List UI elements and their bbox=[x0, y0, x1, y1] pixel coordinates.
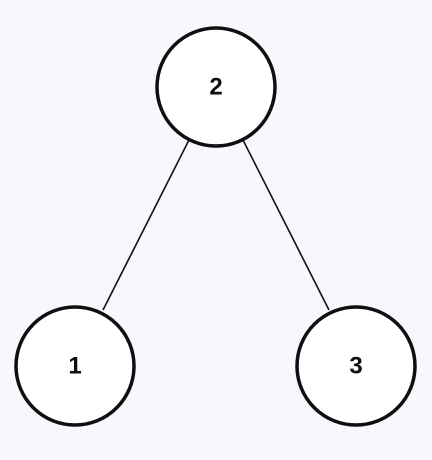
node-root: 2 bbox=[155, 26, 277, 148]
node-root-circle bbox=[155, 26, 277, 148]
node-root-label: 2 bbox=[209, 74, 222, 101]
node-left-label: 1 bbox=[68, 353, 81, 380]
node-left: 1 bbox=[14, 305, 136, 427]
node-right-circle bbox=[295, 305, 417, 427]
node-left-circle bbox=[14, 305, 136, 427]
node-right: 3 bbox=[295, 305, 417, 427]
edge-root-right bbox=[242, 139, 330, 311]
edge-root-left bbox=[102, 139, 190, 311]
node-right-label: 3 bbox=[349, 353, 362, 380]
